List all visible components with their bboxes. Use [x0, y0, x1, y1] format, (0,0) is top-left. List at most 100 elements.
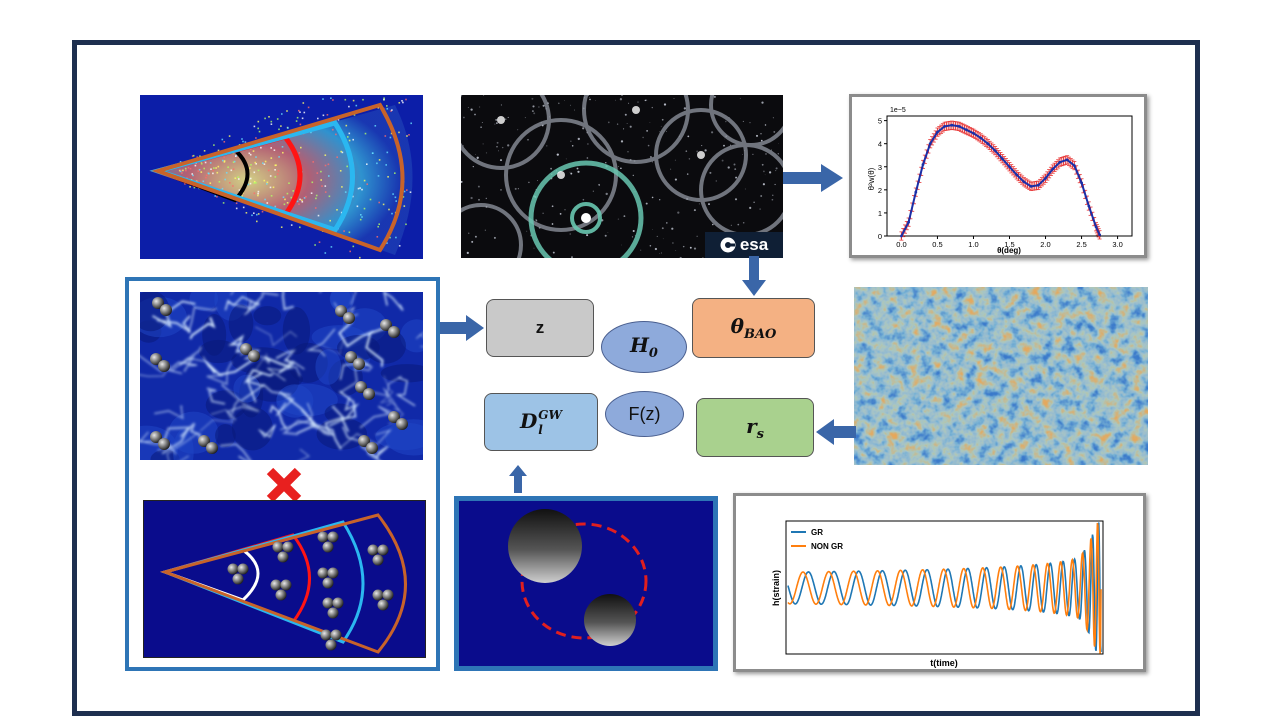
star [647, 144, 650, 147]
galaxy-dot [403, 205, 406, 207]
galaxy-dot [288, 182, 290, 184]
galaxy-dot [378, 223, 380, 225]
galaxy-dot [403, 190, 406, 193]
galaxy-dot [328, 195, 331, 198]
star [496, 122, 498, 124]
filament [189, 317, 216, 340]
galaxy-dot [258, 130, 261, 133]
galaxy-dot [362, 98, 364, 101]
galaxy-dot [273, 149, 276, 151]
data-point [1087, 204, 1091, 208]
star [550, 167, 552, 170]
void-region [282, 307, 311, 355]
galaxy-dot [260, 146, 262, 149]
galaxy-dot [315, 194, 318, 197]
redshift-label: z [535, 318, 545, 337]
star [626, 123, 628, 124]
galaxy-dot [303, 111, 306, 114]
star [476, 156, 479, 159]
star [589, 98, 591, 101]
binary-pair-icon [335, 305, 355, 324]
galaxy-dot [203, 167, 205, 170]
filament [204, 358, 255, 376]
galaxy-dot [335, 133, 337, 136]
galaxy-dot [322, 114, 325, 117]
arrow-right-to-z [440, 315, 484, 341]
star [763, 170, 765, 173]
filament [228, 334, 248, 353]
star [712, 223, 714, 226]
data-point [921, 163, 925, 166]
galaxy-dot [395, 236, 397, 239]
data-point [936, 130, 939, 134]
star [524, 117, 526, 119]
star [494, 123, 496, 125]
galaxy-dot [270, 120, 273, 123]
star [546, 145, 548, 147]
filament [156, 315, 192, 333]
galaxy-dot [192, 154, 195, 157]
black-hole-small [584, 594, 636, 646]
galaxy-dot [346, 165, 348, 168]
galaxy-dot [223, 156, 225, 159]
galaxy-dot [241, 138, 243, 140]
galaxy-dot [269, 186, 272, 189]
galaxy-dot [255, 163, 257, 165]
galaxy-dot [257, 192, 259, 195]
binary-pair-icon [152, 297, 172, 316]
galaxy-dot [196, 180, 199, 183]
star [500, 189, 502, 191]
galaxy-dot [324, 164, 327, 167]
galaxy-dot [301, 117, 304, 120]
star [760, 133, 762, 135]
galaxy-dot [286, 110, 288, 112]
galaxy-dot [223, 161, 226, 163]
star [627, 151, 629, 153]
esa-logo: esa [705, 232, 783, 258]
galaxy-dot [326, 114, 329, 116]
star [674, 159, 676, 161]
galaxy-dot [388, 208, 390, 211]
star [666, 222, 668, 224]
galaxy-dot [214, 195, 216, 197]
data-point [1044, 176, 1047, 180]
legend: GR NON GR [791, 528, 843, 551]
galaxy-dot [332, 99, 334, 101]
galaxy-dot [196, 156, 199, 158]
star [604, 234, 607, 237]
star [696, 235, 698, 237]
galaxy-dot [328, 175, 330, 177]
plot-ylabel: h(strain) [771, 570, 781, 606]
galaxy-dot [241, 195, 243, 197]
galaxy-dot [257, 169, 260, 172]
star [542, 104, 545, 107]
filament [266, 366, 301, 382]
data-point [950, 123, 954, 127]
galaxy-dot [298, 152, 301, 154]
galaxy-dot [191, 173, 193, 175]
galaxy-dot [310, 131, 312, 134]
void-region [173, 429, 194, 460]
star [774, 183, 776, 186]
galaxy-dot [184, 167, 187, 170]
galaxy-dot [405, 223, 407, 226]
galaxy-dot [352, 99, 355, 102]
star [642, 136, 644, 139]
filament [171, 356, 210, 372]
galaxy-dot [360, 214, 362, 216]
galaxy-dot [270, 123, 273, 125]
galaxy-dot [232, 161, 235, 163]
star [595, 100, 597, 102]
binary-merger-panel [454, 496, 718, 671]
star [659, 131, 661, 133]
star [685, 150, 688, 152]
star [462, 116, 465, 119]
star [724, 138, 725, 140]
star [598, 184, 600, 186]
h0-label: H [630, 333, 649, 357]
galaxy-dot [182, 169, 184, 172]
galaxy-dot [205, 174, 208, 177]
galaxy-dot [361, 188, 363, 191]
bao-ring [504, 118, 618, 232]
star [623, 128, 625, 130]
